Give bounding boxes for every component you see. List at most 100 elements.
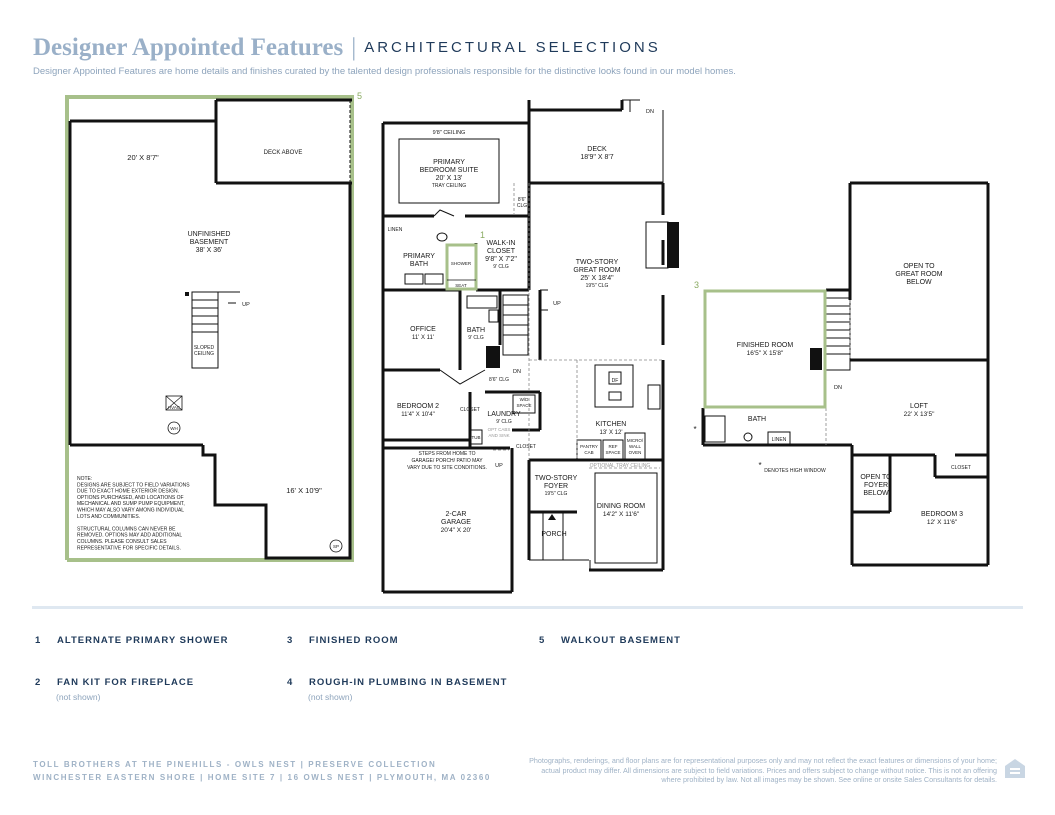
asterisk-legend: * (758, 461, 761, 470)
basement-note-line: REMOVED. OPTIONS MAY ADD ADDITIONAL (77, 533, 182, 539)
bath-clg: 9' CLG (468, 335, 484, 341)
basement-note-line: REPRESENTATIVE FOR SPECIFIC DETAILS. (77, 545, 181, 551)
basement-note-line: DUE TO EXACT HOME EXTERIOR DESIGN. (77, 489, 179, 495)
great-room-label: TWO-STORY (576, 259, 619, 266)
basement-room-name: UNFINISHED (188, 231, 231, 238)
basement-note-line: COLUMNS. PLEASE CONSULT SALES (77, 539, 167, 545)
open-great-label: OPEN TO (903, 263, 935, 270)
second-closet-label: CLOSET (951, 465, 971, 471)
pantry-label2: CAB (584, 450, 593, 455)
primary-suite-label: PRIMARY (433, 159, 465, 166)
second-floor-plan: 3 OPEN TO GREAT ROOM BELOW FINISHED ROOM… (693, 181, 990, 567)
basement-up-label: UP (242, 302, 250, 308)
page-subtitle: ARCHITECTURAL SELECTIONS (364, 39, 661, 56)
open-great-label2: GREAT ROOM (895, 271, 942, 278)
first-floor-plan: 1 9'8" CEILING PRIMARY BEDROOM SUITE 20'… (381, 99, 679, 594)
basement-note-line: WHICH MAY ALSO VARY AMONG INDIVIDUAL (77, 508, 184, 514)
great-room-clg: 19'5" CLG (586, 283, 609, 289)
laundry-clg: 9' CLG (496, 419, 512, 425)
basement-note-line: LOTS AND COMMUNITIES. (77, 514, 140, 520)
dining-label: DINING ROOM (597, 503, 645, 510)
office-dim: 11' X 11' (412, 335, 434, 341)
ref-label: REF (609, 444, 618, 449)
shower-label: SHOWER (451, 261, 472, 266)
open-foyer-label: OPEN TO (860, 474, 892, 481)
bedroom3-label: BEDROOM 3 (921, 511, 963, 518)
basement-note-line: STRUCTURAL COLUMNS CAN NEVER BE (77, 526, 176, 532)
optional-tray-label: OPTIONAL TRAY CEILING (590, 463, 651, 469)
great-room-up: UP (553, 301, 561, 307)
garage-label: 2-CAR (445, 511, 466, 518)
walkin-clg: 9' CLG (493, 264, 509, 270)
ref-label2: SPACE (606, 450, 621, 455)
steps-note-3: VARY DUE TO SITE CONDITIONS. (407, 465, 487, 471)
foyer-label: TWO-STORY (535, 475, 578, 482)
feature-5: 5 WALKOUT BASEMENT (539, 635, 681, 646)
hvac-label: HVAC (168, 405, 181, 410)
df-label: DF (612, 378, 619, 384)
laundry-label: LAUNDRY (487, 411, 521, 418)
bedroom2-dim: 11'4" X 10'4" (401, 412, 434, 418)
primary-bath-label2: BATH (410, 261, 428, 268)
garage-up: UP (495, 463, 503, 469)
footer-line-2: WINCHESTER EASTERN SHORE | HOME SITE 7 |… (33, 773, 491, 782)
feature-1-label: ALTERNATE PRIMARY SHOWER (57, 635, 229, 646)
steps-note-2: GARAGE/ PORCH/ PATIO MAY (411, 458, 483, 464)
loft-dim: 22' X 13'5" (904, 411, 936, 418)
open-foyer-label3: BELOW (863, 490, 889, 497)
feature-1: 1 ALTERNATE PRIMARY SHOWER (35, 635, 228, 646)
basement-room-dim: 38' X 36' (196, 247, 223, 254)
sloped-label: SLOPED (194, 345, 215, 351)
foyer-clg: 19'5" CLG (545, 491, 568, 497)
feature-3-label: FINISHED ROOM (309, 635, 399, 646)
pantry-label: PANTRY (580, 444, 598, 449)
footer-line-1: TOLL BROTHERS AT THE PINEHILLS - OWLS NE… (33, 760, 437, 769)
clg-86-label2: CLG (517, 203, 527, 209)
opt-cabs-label: OPT CABS (488, 427, 511, 432)
feature-5-number: 5 (539, 635, 546, 646)
feature-4-label: ROUGH-IN PLUMBING IN BASEMENT (309, 677, 508, 688)
bedroom2-label: BEDROOM 2 (397, 403, 439, 410)
hall-clg: 8'6" CLG (489, 377, 509, 383)
finished-room-dim: 16'5" X 15'8" (747, 350, 784, 357)
finished-room-label: FINISHED ROOM (737, 342, 794, 349)
basement-note: NOTE:DESIGNS ARE SUBJECT TO FIELD VARIAT… (77, 476, 190, 551)
kitchen-dim: 13' X 12' (600, 430, 623, 436)
walkin-dim: 9'8" X 7'2" (485, 256, 517, 263)
wh-label: WH (170, 426, 178, 431)
feature-5-label: WALKOUT BASEMENT (561, 635, 681, 646)
primary-suite-label2: BEDROOM SUITE (420, 167, 479, 174)
basement-note-line: NOTE: (77, 476, 92, 482)
micro-label: MICRO/ (627, 438, 644, 443)
second-linen-label: LINEN (772, 437, 787, 443)
second-bath-label: BATH (748, 416, 766, 423)
garage-label2: GARAGE (441, 519, 471, 526)
section-divider (32, 606, 1023, 609)
tray-ceiling-label: TRAY CEILING (432, 183, 466, 189)
feature-1-number: 1 (35, 635, 42, 646)
loft-label: LOFT (910, 403, 929, 410)
equal-housing-icon (1005, 759, 1025, 778)
seat-label: SEAT (455, 283, 467, 288)
feature-2-number: 2 (35, 677, 42, 688)
ceiling-label: CEILING (194, 351, 214, 357)
micro-label3: OVEN (629, 450, 642, 455)
title-separator: | (351, 34, 357, 61)
foyer-label2: FOYER (544, 483, 568, 490)
basement-note-line: OPTIONS PURCHASED, AND LOCATIONS OF (77, 495, 184, 501)
callout-3: 3 (694, 280, 699, 290)
basement-note-line: DESIGNS ARE SUBJECT TO FIELD VARIATIONS (77, 482, 190, 488)
bath-label: BATH (467, 327, 485, 334)
deck-dn-label: DN (646, 109, 654, 115)
clg-86-label: 8'6" (518, 197, 527, 203)
garage-dim: 20'4" X 20' (441, 527, 472, 534)
feature-3-number: 3 (287, 635, 294, 646)
basement-room-name2: BASEMENT (190, 239, 229, 246)
wd-space-label: W/D (520, 397, 529, 402)
primary-bath-label: PRIMARY (403, 253, 435, 260)
foyer-closet: CLOSET (516, 444, 536, 450)
great-room-dim: 25' X 18'4" (580, 275, 614, 282)
